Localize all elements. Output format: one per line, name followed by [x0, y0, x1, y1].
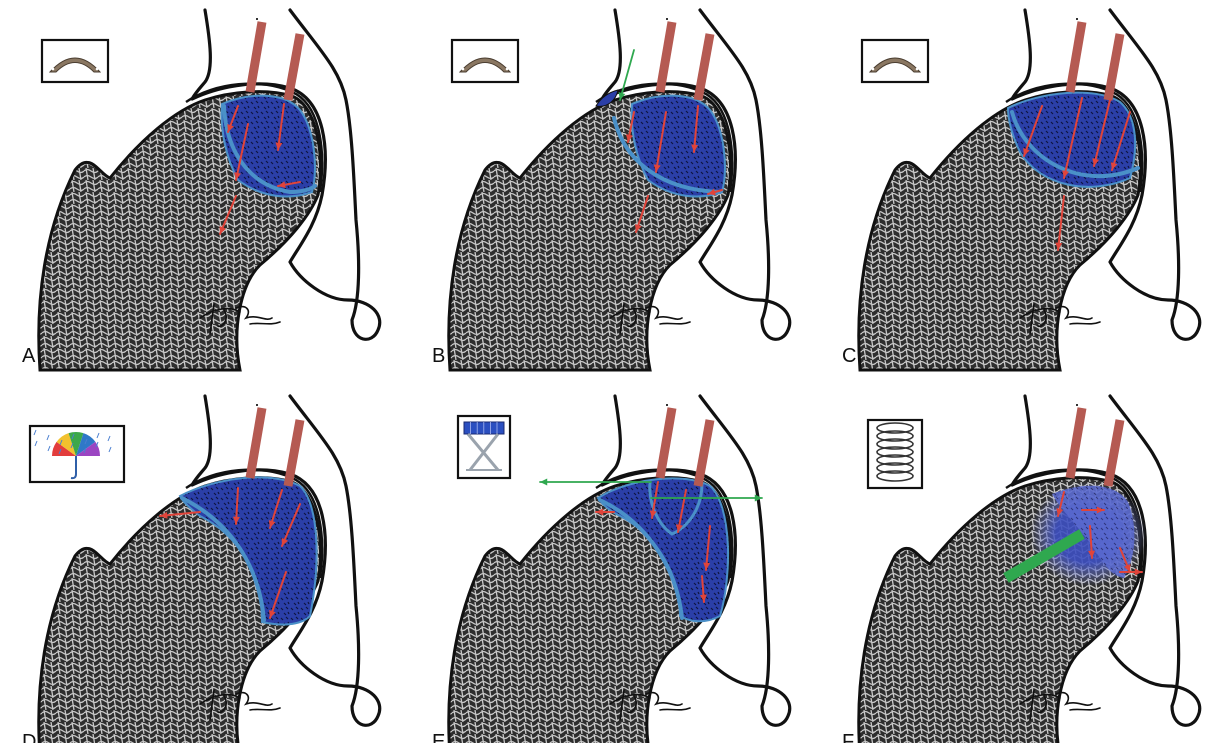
arch-bridge-icon — [452, 40, 518, 82]
panel-F: F — [842, 396, 1200, 743]
panel-B: B — [432, 10, 790, 370]
load-force-bar-1 — [250, 408, 262, 478]
panel-label: E — [432, 731, 445, 743]
panel-label: B — [432, 345, 445, 367]
arch-bridge-icon — [862, 40, 928, 82]
panel-label: C — [842, 345, 856, 367]
load-force-bar-1 — [250, 22, 262, 92]
load-force-bar-1 — [1070, 22, 1082, 92]
umbrella-icon — [30, 426, 124, 482]
load-force-bar-1 — [660, 22, 672, 92]
panel-label: A — [22, 345, 36, 367]
panel-A: A — [22, 10, 380, 370]
panel-label: F — [842, 731, 854, 743]
load-force-bar-1 — [660, 408, 672, 478]
arch-bridge-icon — [42, 40, 108, 82]
panel-E: E — [432, 396, 790, 743]
spring-coil-icon — [868, 420, 922, 488]
panel-C: C — [842, 10, 1200, 370]
folding-stool-icon — [458, 416, 510, 478]
panel-D: D — [22, 396, 380, 743]
load-force-bar-1 — [1070, 408, 1082, 478]
panel-label: D — [22, 731, 36, 743]
